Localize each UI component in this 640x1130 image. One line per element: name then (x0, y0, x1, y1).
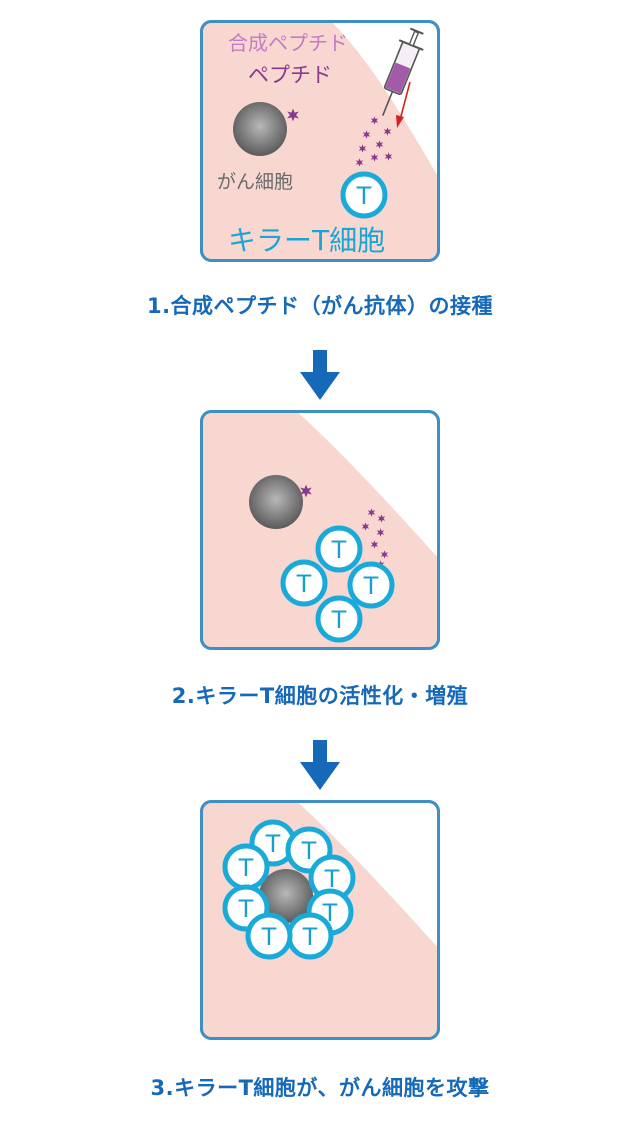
t-cell: T (245, 912, 293, 960)
step1-caption: 1.合成ペプチド（がん抗体）の接種 (146, 294, 494, 318)
t-cell: T (340, 171, 388, 219)
step2-caption: 2.キラーT細胞の活性化・増殖 (171, 684, 469, 708)
svg-text:T: T (302, 923, 318, 951)
down-arrow-icon (300, 740, 340, 790)
cancer-cell (233, 102, 287, 156)
step3-panel: T T T T T T T T (200, 800, 440, 1040)
killer-t-cell-label: キラーT細胞 (228, 224, 385, 257)
synthetic-peptide-label: 合成ペプチド (228, 31, 348, 55)
step2-panel: T T T T (200, 410, 440, 650)
cancer-cell-label: がん細胞 (217, 171, 293, 193)
t-cell: T (347, 561, 395, 609)
cancer-cell (259, 869, 313, 923)
syringe-icon (382, 27, 424, 116)
t-cell: T (222, 843, 270, 891)
svg-text:T: T (265, 830, 281, 858)
t-cell: T (315, 525, 363, 573)
svg-text:T: T (238, 895, 254, 923)
step3-caption: 3.キラーT細胞が、がん細胞を攻撃 (150, 1076, 490, 1100)
svg-text:T: T (238, 854, 254, 882)
svg-text:T: T (296, 570, 312, 598)
t-cell: T (286, 912, 334, 960)
cancer-cell (249, 475, 303, 529)
t-cell: T (280, 559, 328, 607)
svg-text:T: T (363, 572, 379, 600)
svg-text:T: T (301, 837, 317, 865)
step1-panel: 合成ペプチド ペプチド がん細胞 (200, 20, 440, 262)
svg-text:T: T (324, 865, 340, 893)
svg-text:T: T (331, 536, 347, 564)
injection-arrow-icon (396, 81, 411, 128)
svg-text:T: T (261, 923, 277, 951)
peptide-label: ペプチド (248, 63, 332, 87)
down-arrow-icon (300, 350, 340, 400)
t-cell: T (315, 595, 363, 643)
svg-text:T: T (356, 182, 372, 210)
svg-text:T: T (331, 606, 347, 634)
